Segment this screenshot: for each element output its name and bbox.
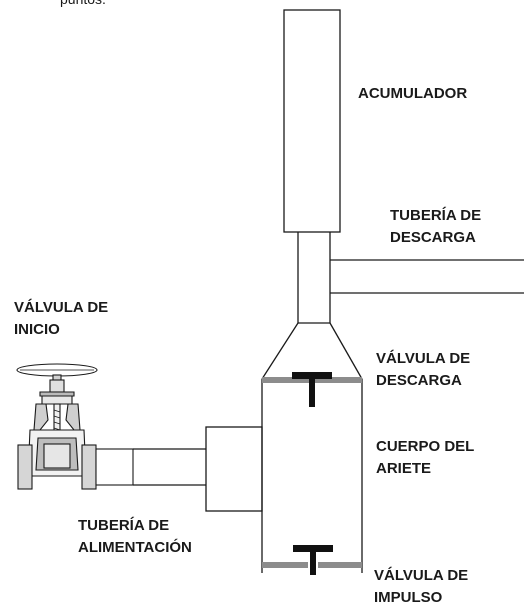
discharge-valve-stem [309, 379, 315, 407]
gate-valve-icon [16, 363, 134, 490]
top-caption-fragment: puntos. [60, 0, 106, 10]
accumulator-tank [283, 9, 341, 233]
label-cuerpo-ariete: CUERPO DEL ARIETE [376, 438, 475, 477]
discharge-valve-graphic [262, 372, 362, 407]
label-tuberia-alimentacion: TUBERÍA DE ALIMENTACIÓN [78, 517, 192, 556]
label-valvula-impulso: VÁLVULA DE IMPULSO [374, 567, 469, 605]
impulse-valve-stem [310, 552, 316, 575]
feed-inlet-box [205, 426, 263, 512]
reducer-cone-left [261, 322, 299, 380]
discharge-valve-disc [292, 372, 332, 379]
impulse-valve-graphic [262, 545, 362, 575]
reducer-cone-right [329, 322, 363, 380]
label-acumulador: ACUMULADOR [358, 85, 468, 102]
label-tuberia-descarga: TUBERÍA DE DESCARGA [390, 207, 482, 246]
label-valvula-inicio: VÁLVULA DE INICIO [14, 299, 109, 338]
impulse-valve-seat-right [318, 562, 362, 568]
impulse-valve-disc [293, 545, 333, 552]
label-valvula-descarga: VÁLVULA DE DESCARGA [376, 350, 471, 389]
impulse-valve-seat-left [262, 562, 308, 568]
